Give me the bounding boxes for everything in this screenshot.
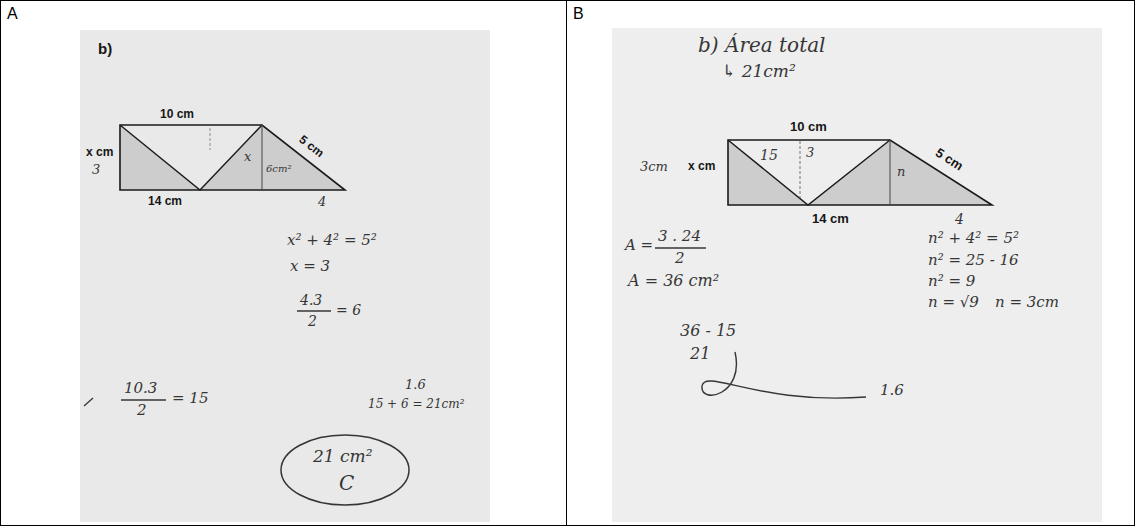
- handwritten-note: 4.3: [300, 292, 322, 308]
- handwritten-note: 1.6: [880, 382, 904, 399]
- handwritten-note: x² + 4² = 5²: [287, 232, 377, 249]
- dimension-label: 10 cm: [790, 120, 827, 135]
- handwritten-note: n² + 4² = 5²: [928, 230, 1019, 247]
- handwritten-note: 3: [92, 163, 100, 178]
- handwritten-note: 15 + 6 = 21cm²: [368, 398, 464, 412]
- handwritten-note: A =: [625, 237, 653, 254]
- handwritten-note: C: [339, 472, 354, 495]
- answer-circle: [281, 435, 409, 505]
- dimension-label: b): [98, 40, 112, 57]
- handwritten-note: 6cm²: [266, 163, 291, 175]
- handwritten-note: 1.6: [405, 378, 426, 393]
- trapezoid-figure: [728, 140, 992, 205]
- handwritten-note: 36 - 15: [680, 322, 736, 340]
- handwritten-note: 2: [675, 250, 685, 267]
- dimension-label: x cm: [688, 160, 715, 174]
- handwritten-note: n² = 9: [928, 273, 975, 290]
- dimension-label: 14 cm: [812, 212, 849, 227]
- dimension-label: 10 cm: [160, 108, 194, 122]
- handwritten-note: 3 . 24: [658, 228, 701, 245]
- handwritten-note: n² = 25 - 16: [928, 252, 1019, 269]
- handwritten-note: = 15: [172, 390, 208, 407]
- handwritten-note: n: [897, 165, 905, 180]
- handwritten-note: x: [244, 150, 251, 165]
- handwritten-note: 3cm: [640, 160, 668, 175]
- handwritten-note: 10.3: [124, 380, 157, 397]
- handwritten-note: = 6: [336, 302, 361, 318]
- handwritten-note: A = 36 cm²: [628, 272, 719, 290]
- handwritten-note: 15: [760, 147, 778, 163]
- fraction-bar: [655, 247, 706, 248]
- handwritten-note: 2: [137, 402, 147, 419]
- handwritten-note: ↳ 21cm²: [722, 62, 796, 82]
- fraction-bar: [297, 310, 331, 311]
- panel-letter: B: [567, 1, 1134, 26]
- panel-letter: A: [1, 1, 566, 26]
- fraction-bar: [121, 399, 166, 400]
- trapezoid-figure: [120, 125, 345, 190]
- handwritten-note: 21 cm²: [313, 447, 373, 467]
- handwritten-note: 3: [806, 146, 814, 161]
- handwritten-note: 21: [690, 345, 710, 363]
- dimension-label: x cm: [86, 146, 113, 160]
- paper-scan: [612, 28, 1102, 522]
- handwritten-note: b) Área total: [698, 34, 826, 57]
- handwritten-note: 4: [955, 211, 964, 227]
- handwritten-note: n = 3cm: [995, 294, 1059, 311]
- table-cell: B: [566, 0, 1135, 526]
- handwritten-note: n = √9: [928, 294, 979, 311]
- pencil-mark: [84, 398, 93, 406]
- pencil-loop: [702, 352, 866, 398]
- handwritten-note: 2: [308, 313, 317, 329]
- paper-scan: [80, 30, 490, 522]
- table-cell: A: [0, 0, 567, 526]
- dimension-label: 14 cm: [148, 195, 182, 209]
- handwritten-note: 4: [318, 195, 326, 210]
- handwritten-note: x = 3: [290, 258, 330, 275]
